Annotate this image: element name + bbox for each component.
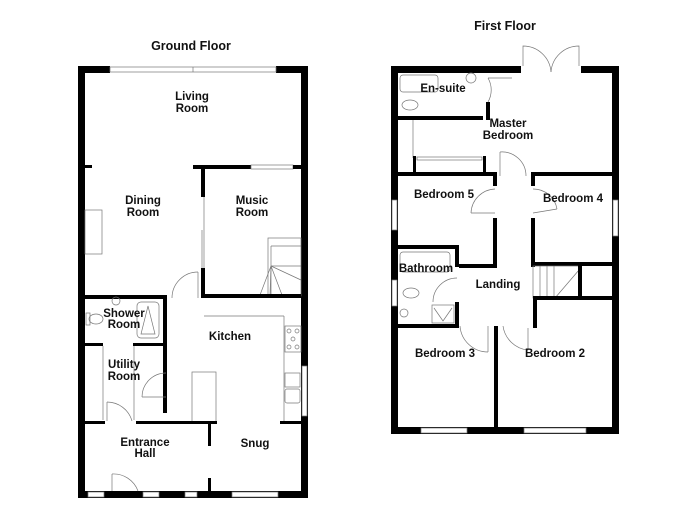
kitchen-window — [301, 365, 308, 417]
ground-north-wall-left — [78, 66, 110, 73]
first-floor-title: First Floor — [474, 19, 536, 33]
room-label-kitchen: Kitchen — [209, 331, 251, 343]
first-east-wall — [612, 66, 619, 434]
bedroom4-window — [612, 199, 619, 237]
bathroom-toilet — [402, 287, 420, 299]
bedroom-divider-wall — [494, 326, 498, 427]
ground-floor-plan: Ground Floor — [78, 39, 308, 498]
hob-icon — [284, 325, 302, 353]
utility-door-swing — [141, 372, 167, 398]
ground-east-wall — [301, 66, 308, 498]
room-label-bedroom-2: Bedroom 2 — [525, 348, 585, 360]
bedroom3-window — [420, 427, 468, 434]
first-north-wall-left — [391, 66, 521, 73]
bathroom-window — [391, 279, 398, 307]
music-room-north-wall — [193, 165, 251, 169]
en-suite-bath — [399, 74, 439, 93]
room-label-bathroom: Bathroom — [399, 263, 453, 275]
en-suite-door-swing — [487, 77, 492, 103]
first-north-wall-right — [581, 66, 619, 73]
music-room-window — [250, 164, 294, 170]
fireplace — [84, 209, 103, 255]
ground-north-wall-right — [276, 66, 308, 73]
shower-tray — [136, 301, 160, 339]
first-west-wall — [391, 66, 398, 434]
kitchen-sink-icon — [284, 372, 301, 404]
bedroom2-window — [523, 427, 587, 434]
snug-window — [231, 491, 279, 498]
wardrobe-doors — [416, 156, 483, 161]
room-label-en-suite: En-suite — [420, 83, 465, 95]
en-suite-toilet — [401, 99, 419, 111]
bathroom-door-swing — [432, 277, 458, 303]
bedroom4-door-swing — [532, 188, 558, 210]
balcony-french-doors — [522, 45, 580, 73]
kitchen-island — [191, 371, 217, 423]
bathroom-basin — [399, 308, 409, 318]
shower-cubicle — [431, 304, 455, 324]
first-floor-stairs — [532, 265, 580, 299]
basin-icon — [111, 296, 121, 306]
toilet-icon — [88, 313, 104, 325]
kitchen-door-swing — [171, 271, 199, 299]
ground-west-wall — [78, 66, 85, 498]
bath-tub — [399, 251, 451, 273]
first-floor-plan: First Floor — [391, 19, 619, 434]
ground-floor-title: Ground Floor — [151, 39, 231, 53]
room-label-bedroom-3: Bedroom 3 — [415, 348, 475, 360]
bedroom3-door-swing — [459, 325, 489, 353]
room-label-landing: Landing — [476, 279, 521, 291]
en-suite-basin — [465, 72, 477, 84]
bedroom2-door-swing — [502, 325, 529, 351]
front-door-swing — [111, 473, 139, 492]
shower-room-north-wall — [85, 295, 167, 299]
bedroom5-window — [391, 199, 398, 231]
first-south-wall — [391, 427, 619, 434]
utility-entrance-door-swing — [106, 401, 133, 422]
room-label-bedroom-4: Bedroom 4 — [543, 193, 604, 205]
room-label-snug: Snug — [241, 438, 270, 450]
en-suite-south-wall — [398, 116, 483, 120]
room-label-bedroom-5: Bedroom 5 — [414, 189, 475, 201]
master-door-swing — [499, 151, 527, 177]
bedroom5-door-swing — [470, 188, 496, 214]
ground-stairs — [259, 237, 302, 297]
